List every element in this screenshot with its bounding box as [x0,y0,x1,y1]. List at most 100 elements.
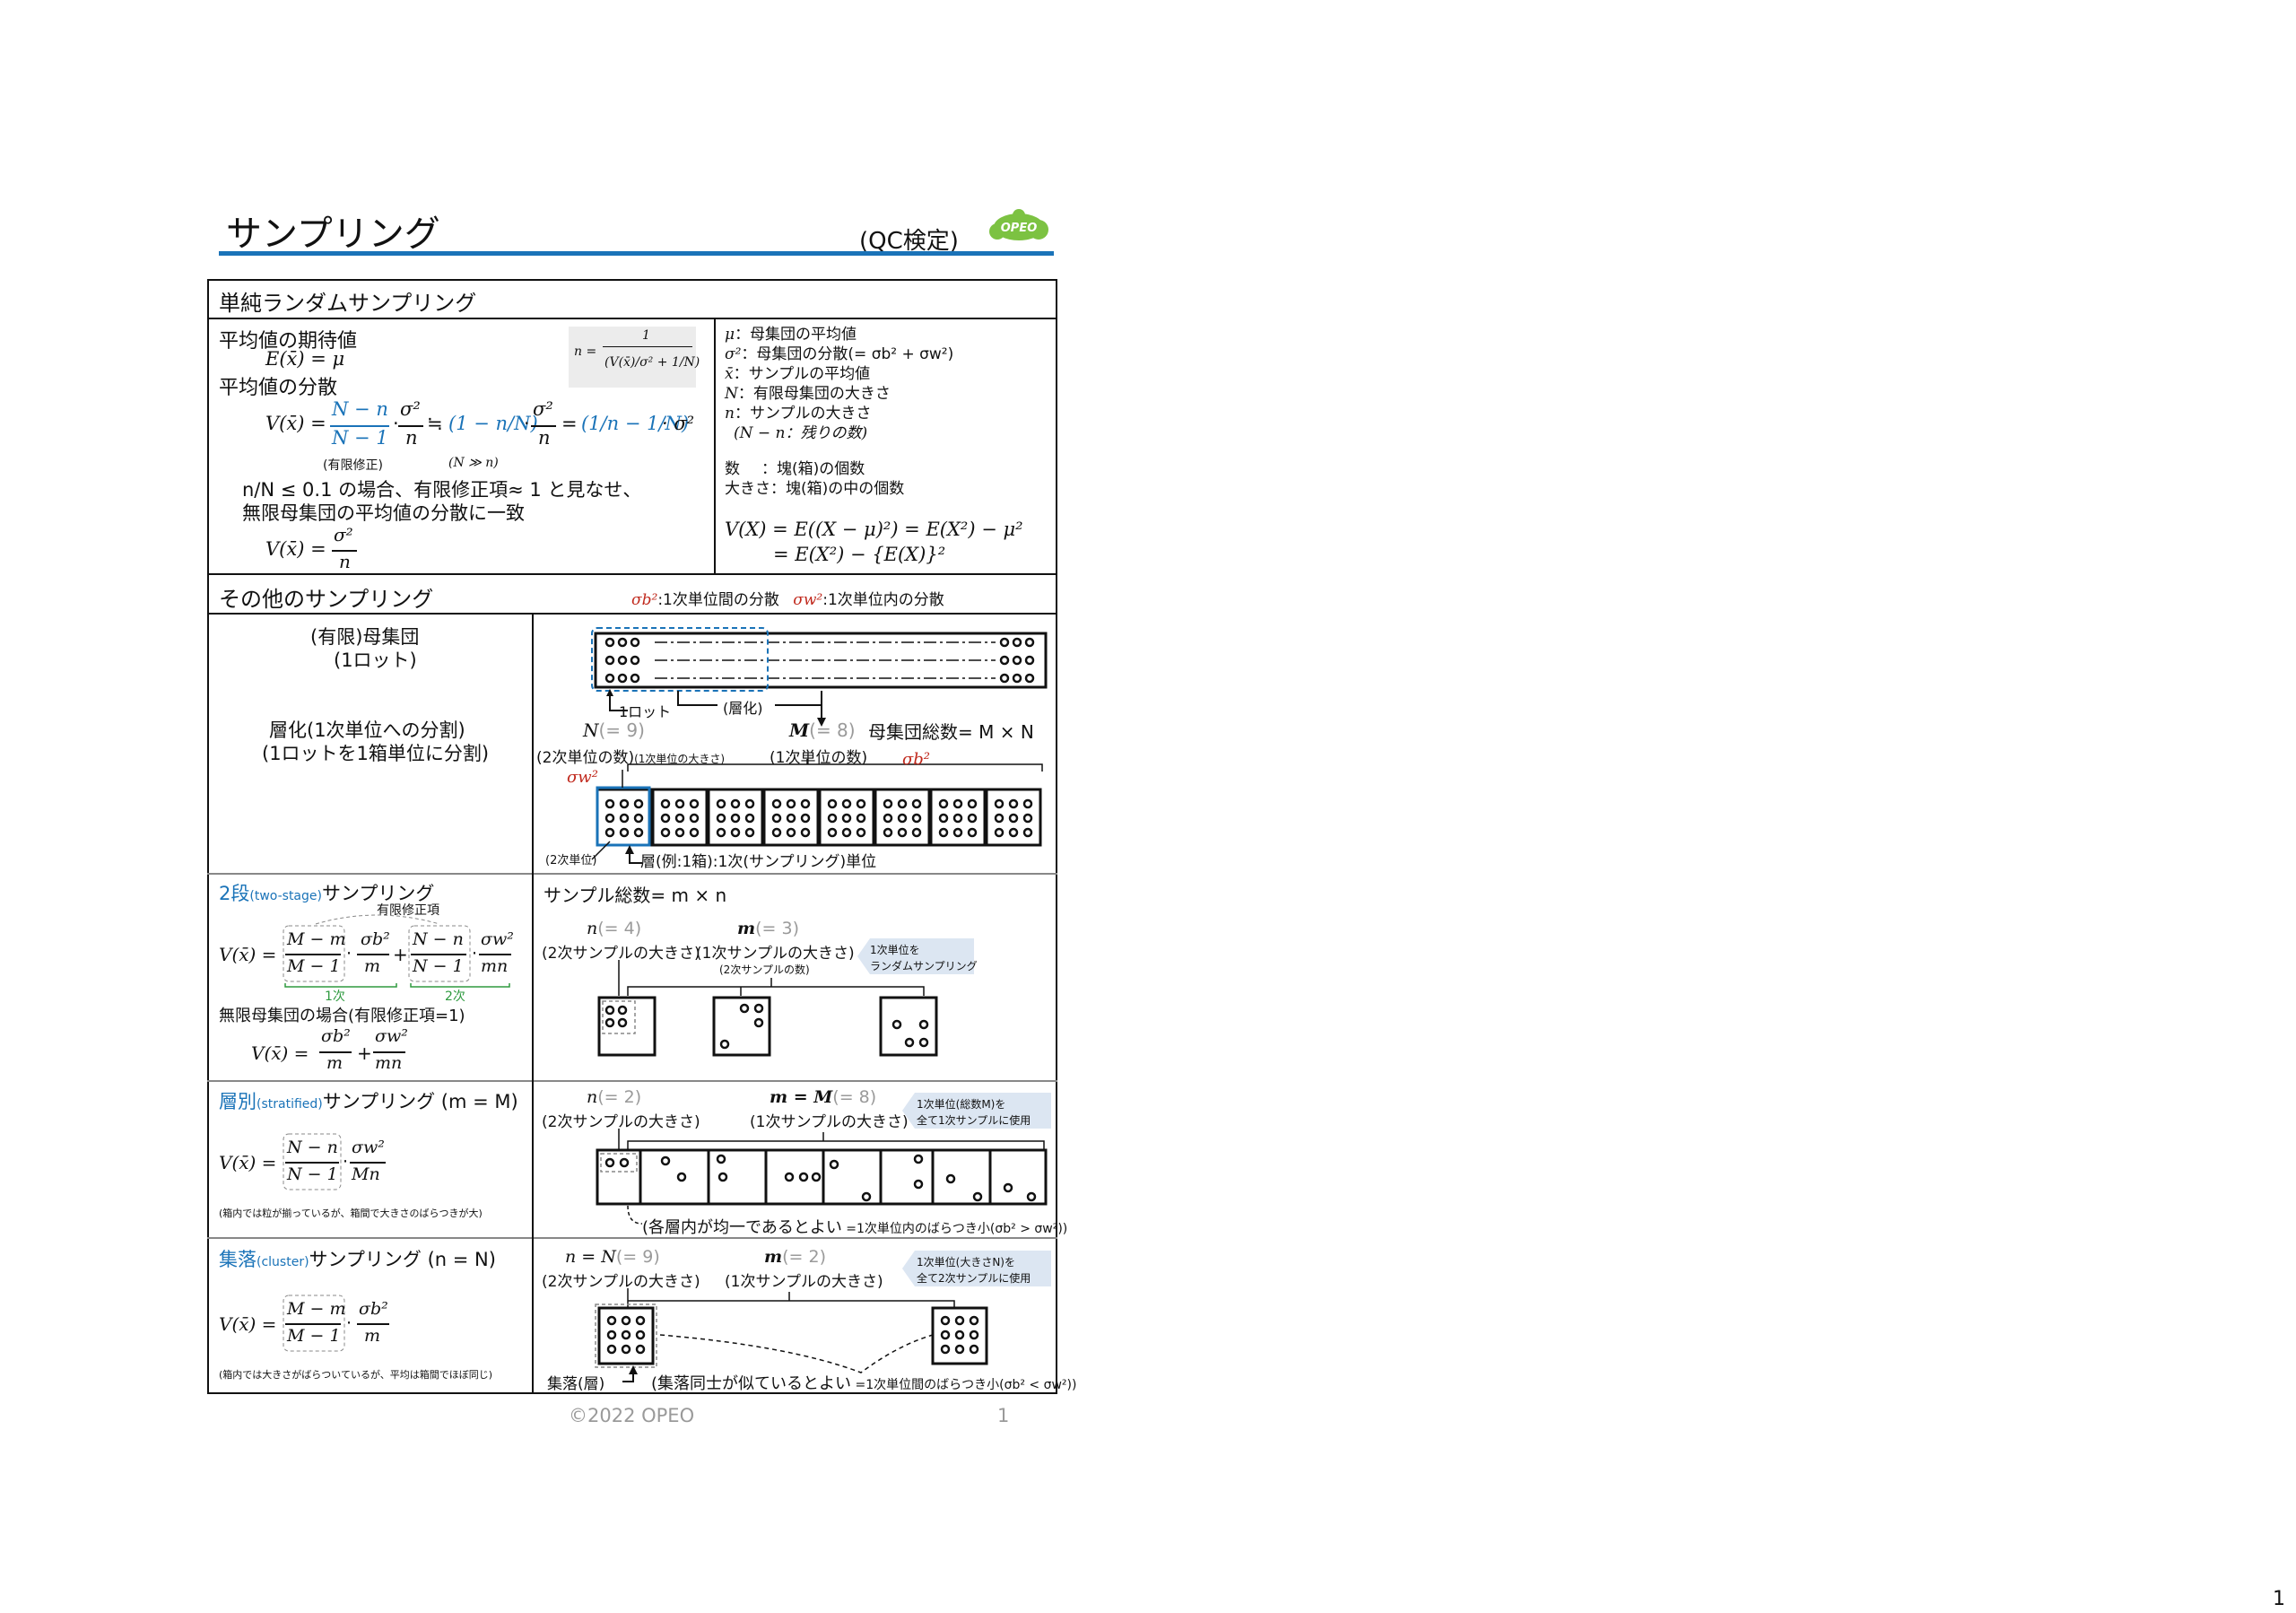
copyright: ©2022 OPEO [569,1405,695,1426]
definition-row: σ²：母集団の分散(= σb² + σw²) [725,345,954,363]
callout-text-2: 全て2次サンプルに使用 [917,1272,1031,1285]
fraction-bar [330,425,389,427]
dot-operator: · [343,1152,349,1172]
cluster-lhs: V(x̄) = [219,1313,277,1335]
M-label: M(= 8) [789,719,856,741]
two-stage-f2-den: N − 1 [413,956,464,976]
sigma-legend: σb²:1次単位間の分散 σw²:1次単位内の分散 [631,591,944,609]
fraction-bar [373,1051,405,1053]
divider [207,573,1057,575]
N-label: N(= 9) [583,719,645,741]
population-total: 母集団総数= M × N [868,721,1034,743]
sigma-numerator: σ² [400,398,421,420]
callout-text-1: 1次単位(大きさN)を [917,1256,1015,1269]
variance-lhs: V(x̄) = [265,413,326,434]
cluster-s-num: σb² [359,1299,388,1319]
fpc-denominator: N − 1 [332,427,388,449]
approx-sign: ≒ [427,413,443,434]
two-stage-f1-num: M − m [287,929,346,949]
M-description: (1次単位の数) [770,749,868,767]
divider [532,613,534,1394]
page-subtitle: (QC検定) [859,228,959,255]
definition-row: 大きさ：塊(箱)の中の個数 [725,480,905,498]
fraction-bar [603,346,692,347]
fpc-note-2: 無限母集団の平均値の分散に一致 [242,502,525,524]
dot-operator: · [393,413,399,434]
fpc-numerator: N − n [332,398,388,420]
stratified-s-num: σw² [352,1138,385,1157]
plus-sign: + [357,1042,372,1064]
callout-text-2: 全て1次サンプルに使用 [917,1114,1031,1127]
n-label-cluster: n = N(= 9) [565,1247,660,1267]
fraction-bar [332,550,357,552]
dot-operator: · [346,944,352,963]
main-frame [207,279,1057,1394]
sample-total: サンプル総数= m × n [544,885,727,906]
fraction-bar [285,1162,339,1164]
n-description: (2次サンプルの大きさ) [542,945,700,963]
callout-random-sampling [857,938,974,974]
definition-row: N：有限母集団の大きさ [725,385,891,403]
infinite-s2-den: mn [375,1053,403,1073]
callout-text-1: 1次単位(総数M)を [917,1098,1006,1111]
n-formula-lhs: n = [574,344,597,359]
variance-identity-2: = E(X²) − {E(X)}² [773,544,946,565]
equals-sign: = [561,413,578,434]
dot-operator: · [346,1313,352,1333]
callout-text-1: 1次単位を [870,944,920,956]
mean-title: 平均値の期待値 [219,330,358,353]
two-stage-s2-den: mn [481,956,509,976]
logo-text: OPEO [1001,222,1038,235]
page-number: 1 [997,1405,1010,1426]
cluster-f-den: M − 1 [287,1326,341,1346]
m-label-stratified: m = M(= 8) [770,1087,877,1107]
two-stage-f2-num: N − n [413,929,464,949]
fraction-bar [285,954,341,955]
corner-page-number: 1 [2273,1588,2285,1610]
two-stage-f1-den: M − 1 [287,956,341,976]
stratified-f-den: N − 1 [287,1164,338,1184]
lot-label: (1ロット) [334,650,417,671]
fraction-bar [350,1162,386,1164]
definition-row: 数：塊(箱)の個数 [725,460,865,478]
secondary-unit-label: (2次単位) [545,854,597,868]
opeo-logo: OPEO [985,208,1053,246]
divider [207,613,1057,615]
definitions-list: μ：母集団の平均値 σ²：母集団の分散(= σb² + σw²) x̄：サンプル… [725,325,953,443]
final-variance-lhs: V(x̄) = [265,538,326,560]
stratification-label: 層化(1次単位への分割) [269,719,465,741]
times-sigma: · σ² [662,413,695,434]
final-denominator: n [339,551,351,572]
m-label: m(= 3) [737,919,799,938]
two-stage-s1-den: m [364,956,381,976]
section-heading-simple: 単純ランダムサンプリング [219,291,477,316]
fraction-bar [398,425,423,427]
divider [207,318,1057,319]
cluster-bottom-note: (集落同士が似ているとよい =1次単位間のばらつき小(σb² < σw²)) [651,1374,1077,1393]
dot-operator: · [524,413,530,434]
stratified-bottom-note: (各層内が均一であるとよい =1次単位内のばらつき小(σb² > σw²)) [642,1218,1068,1237]
m-label-cluster: m(= 2) [764,1247,826,1267]
n-formula-den: (V(x̄)/σ² + 1/N) [604,355,700,370]
fraction-bar [319,1051,352,1053]
title-underline [219,251,1054,256]
callout-text-2: ランダムサンプリング [870,960,978,972]
variance-title: 平均値の分散 [219,377,338,399]
final-numerator: σ² [334,524,353,545]
cluster-note: (箱内では大きさがばらついているが、平均は箱間でほぼ同じ) [219,1369,493,1381]
first-stage-label: 1次 [325,990,345,1004]
definition-row: n：サンプルの大きさ [725,405,872,423]
n-description-stratified: (2次サンプルの大きさ) [542,1113,700,1131]
stratified-note: (箱内では粒が揃っているが、箱間で大きさのばらつきが大) [219,1208,483,1219]
one-lot-label: 1ロット [619,703,672,720]
definition-row: μ：母集団の平均値 [725,326,857,344]
population-label: (有限)母集団 [310,626,420,648]
variance-identity-1: V(X) = E((X − μ)²) = E(X²) − μ² [725,519,1023,540]
m-description: (1次サンプルの大きさ) [696,945,855,963]
n-formula-num: 1 [642,328,650,343]
sigma-denominator: n [405,427,418,449]
layer-description: 層(例:1箱):1次(サンプリング)単位 [640,853,877,871]
divider [207,873,1057,875]
sigma-w-label: σw² [567,768,598,787]
fraction-bar [411,954,466,955]
